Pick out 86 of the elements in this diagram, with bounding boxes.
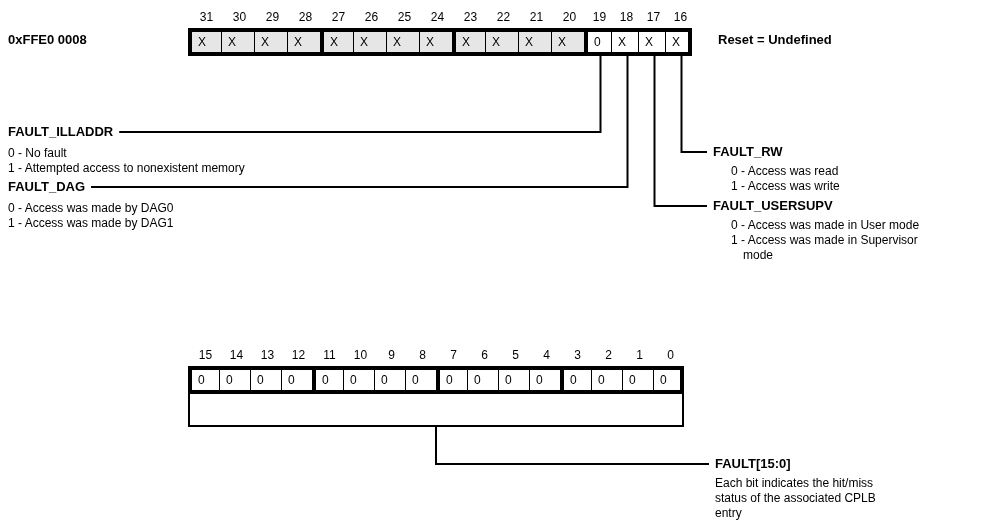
bit-number: 20 [561, 10, 578, 24]
register-address: 0xFFE0 0008 [8, 32, 87, 48]
field-name: FAULT_DAG [2, 179, 92, 195]
bit-number: 22 [495, 10, 512, 24]
field-name: FAULT_USERSUPV [707, 198, 839, 214]
field-description: 0 - Access was made in User mode [731, 218, 921, 233]
bit-number: 9 [387, 348, 396, 362]
register-bit-cell: X [386, 28, 419, 56]
register-bit-cell: X [188, 28, 221, 56]
register-bit-cell: X [221, 28, 254, 56]
bit-number: 3 [573, 348, 582, 362]
leader-line [653, 55, 708, 207]
field-name: FAULT_ILLADDR [2, 124, 120, 140]
bit-number: 28 [297, 10, 314, 24]
register-bit-cell: 0 [405, 366, 436, 394]
leader-line [118, 55, 602, 133]
bit-number: 30 [231, 10, 248, 24]
field-description: Each bit indicates the hit/miss status of the associated CPLB entry [715, 476, 877, 521]
field-name: FAULT[15:0] [709, 456, 797, 472]
field-description: 1 - Attempted access to nonexistent memory [8, 161, 246, 176]
bit-number: 29 [264, 10, 281, 24]
register-bit-cell: 0 [498, 366, 529, 394]
bit-number: 21 [528, 10, 545, 24]
bit-number: 6 [480, 348, 489, 362]
register-bit-cell: X [320, 28, 353, 56]
bit-number: 1 [635, 348, 644, 362]
register-bit-cell: 0 [467, 366, 498, 394]
register-bit-cell: X [518, 28, 551, 56]
register-bit-cell: X [419, 28, 452, 56]
register-bit-cell: 0 [584, 28, 611, 56]
leader-line [90, 55, 629, 188]
bit-number: 14 [228, 348, 245, 362]
bit-number: 13 [259, 348, 276, 362]
bit-number: 17 [645, 10, 662, 24]
field-description: 0 - No fault [8, 146, 68, 161]
field-description: 1 - Access was write [731, 179, 841, 194]
bit-number: 12 [290, 348, 307, 362]
register-bit-cell: 0 [343, 366, 374, 394]
bit-number: 8 [418, 348, 427, 362]
register-bit-cell: 0 [250, 366, 281, 394]
register-bit-cell: X [452, 28, 485, 56]
register-bit-cell: X [485, 28, 518, 56]
reset-value: Reset = Undefined [718, 32, 832, 48]
bit-number: 25 [396, 10, 413, 24]
register-bit-cell: 0 [312, 366, 343, 394]
register-bit-cell: X [638, 28, 665, 56]
register-bit-cell: X [287, 28, 320, 56]
register-bit-cell: 0 [188, 366, 219, 394]
register-bit-cell: 0 [219, 366, 250, 394]
register-bit-cell: X [254, 28, 287, 56]
register-bit-cell: X [665, 28, 692, 56]
bit-number: 19 [591, 10, 608, 24]
register-bit-cell: X [353, 28, 386, 56]
register-bit-cell: 0 [529, 366, 560, 394]
register-bit-cell: 0 [591, 366, 622, 394]
field-description: 0 - Access was read [731, 164, 840, 179]
bit-number: 27 [330, 10, 347, 24]
bit-number: 2 [604, 348, 613, 362]
bit-number: 18 [618, 10, 635, 24]
bit-number: 31 [198, 10, 215, 24]
bit-number: 4 [542, 348, 551, 362]
field-description: 1 - Access was made in Supervisor mode [731, 233, 919, 263]
bit-number: 16 [672, 10, 689, 24]
register-bit-cell: X [611, 28, 638, 56]
register-bit-cell: 0 [374, 366, 405, 394]
bit-number: 23 [462, 10, 479, 24]
bracket [188, 394, 684, 427]
register-bit-cell: 0 [560, 366, 591, 394]
bit-number: 5 [511, 348, 520, 362]
register-bit-cell: X [551, 28, 584, 56]
bit-number: 7 [449, 348, 458, 362]
leader-line [680, 55, 708, 153]
bit-number: 11 [322, 348, 337, 362]
bit-number: 24 [429, 10, 446, 24]
bit-number: 15 [197, 348, 214, 362]
field-description: 1 - Access was made by DAG1 [8, 216, 175, 231]
bit-number: 26 [363, 10, 380, 24]
leader-line [435, 426, 710, 465]
bit-number: 10 [352, 348, 369, 362]
field-description: 0 - Access was made by DAG0 [8, 201, 175, 216]
register-bit-cell: 0 [436, 366, 467, 394]
register-bit-cell: 0 [281, 366, 312, 394]
bit-number: 0 [666, 348, 675, 362]
register-bit-cell: 0 [653, 366, 684, 394]
field-name: FAULT_RW [707, 144, 789, 160]
register-bit-cell: 0 [622, 366, 653, 394]
